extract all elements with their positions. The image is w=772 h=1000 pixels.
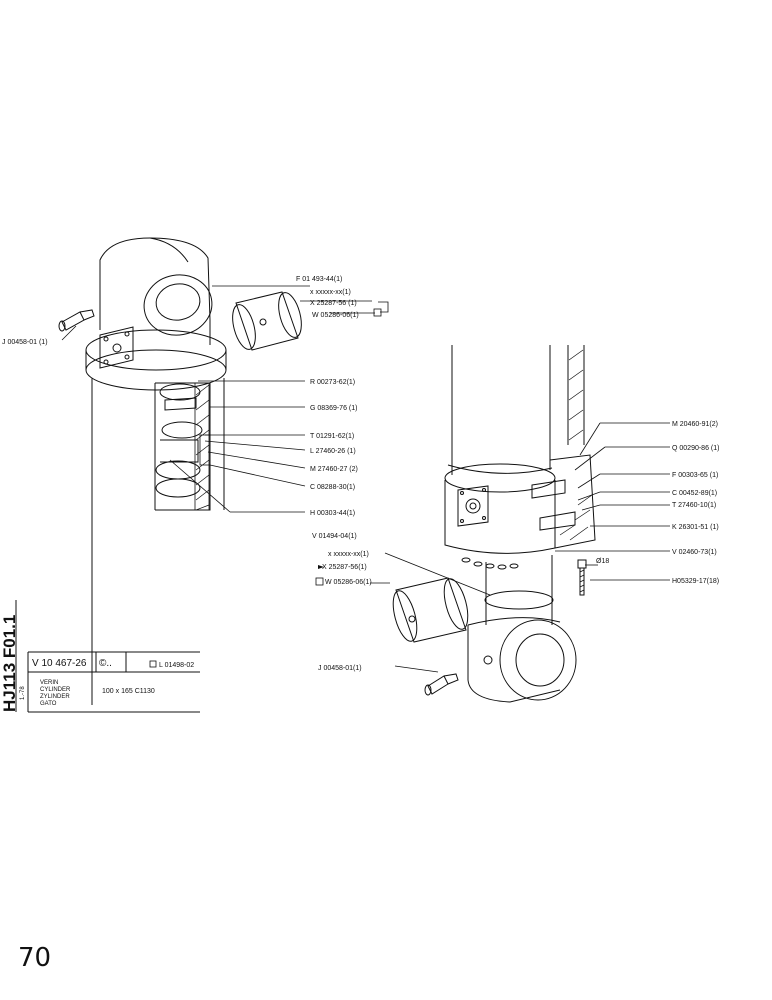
callout-q00290: Q 00290-86 (1) (672, 445, 719, 452)
title-part-number: V 10 467-26 (32, 658, 87, 669)
callout-h05329: H05329-17(18) (672, 578, 719, 585)
right-cylinder-drawing (392, 345, 596, 703)
callout-x25287-right: X 25287-56(1) (322, 564, 367, 571)
callout-w05286: W 05286-06(1) (312, 312, 359, 319)
marker-symbols (315, 308, 382, 586)
title-block: V 10 467-26 ©.. L 01498-02 VERIN CYLINDE… (15, 600, 200, 713)
callout-diameter: Ø18 (596, 558, 609, 565)
callout-f01493: F 01 493-44(1) (296, 276, 342, 283)
callouts-right: M 20460-91(2) Q 00290-86 (1) F 00303-65 … (318, 421, 719, 672)
title-copyright-mark: ©.. (99, 658, 112, 669)
callout-v02460: V 02460-73(1) (672, 549, 717, 556)
left-cylinder-drawing (58, 237, 302, 705)
title-name-cylinder: CYLINDER (40, 687, 71, 693)
title-name-verin: VERIN (40, 680, 58, 686)
callout-m20460: M 20460-91(2) (672, 421, 718, 428)
callout-h00303: H 00303-44(1) (310, 510, 355, 517)
callout-j00458-right: J 00458-01(1) (318, 665, 362, 672)
callout-xxxxxx-right: x xxxxx-xx(1) (328, 551, 369, 558)
vertical-code: HJ113 F01.1 (0, 615, 19, 712)
callout-j00458-left: J 00458-01 (1) (2, 339, 48, 346)
callout-m27460: M 27460-27 (2) (310, 466, 358, 473)
callout-l27460: L 27460-26 (1) (310, 448, 356, 455)
callout-x25287: X 25287-56 (1) (310, 300, 357, 307)
page-number: 70 (18, 943, 51, 973)
title-spec: 100 x 165 C1130 (102, 688, 155, 695)
callout-r00273: R 00273-62(1) (310, 379, 355, 386)
callout-t01291: T 01291-62(1) (310, 433, 354, 440)
right-leader-lines (370, 422, 670, 673)
callout-xxxxxx: x xxxxx-xx(1) (310, 289, 351, 296)
title-date-code: 1.-78 (20, 686, 26, 700)
callout-g08369: G 08369-76 (1) (310, 405, 357, 412)
callout-v01494: V 01494-04(1) (312, 533, 357, 540)
title-name-gato: GATO (40, 701, 57, 707)
callout-c08288: C 08288-30(1) (310, 484, 355, 491)
callout-k26301: K 26301-51 (1) (672, 524, 719, 531)
callout-t27460: T 27460-10(1) (672, 502, 716, 509)
title-name-zylinder: ZYLINDER (40, 694, 70, 700)
callout-f00303: F 00303-65 (1) (672, 472, 718, 479)
callout-c00452: C 00452-89(1) (672, 490, 717, 497)
title-ref-number: L 01498-02 (159, 662, 194, 669)
callouts-left: F 01 493-44(1) x xxxxx-xx(1) X 25287-56 … (2, 276, 359, 540)
callout-w05286-right: W 05286-06(1) (325, 579, 372, 586)
left-leader-lines (61, 285, 389, 513)
